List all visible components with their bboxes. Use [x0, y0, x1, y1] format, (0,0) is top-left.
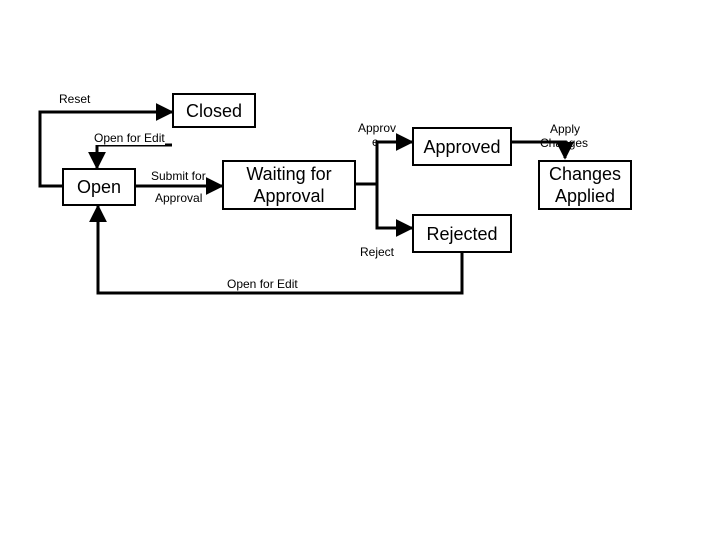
- reject-connector: [375, 184, 414, 237]
- open-for-edit-top-connector: [88, 143, 172, 170]
- label-apply-line2: Changes: [540, 136, 589, 150]
- state-waiting-for-approval: Waiting for Approval: [222, 160, 356, 210]
- state-closed-label: Closed: [185, 100, 243, 121]
- state-approved: Approved: [412, 127, 512, 166]
- state-approved-label: Approved: [423, 136, 501, 157]
- label-approve-line1: Approv: [358, 121, 397, 135]
- apply-changes-connector: [510, 140, 574, 160]
- label-reject: Reject: [360, 245, 395, 259]
- state-waiting-label: Waiting for Approval: [246, 164, 332, 206]
- label-reset: Reset: [59, 92, 91, 106]
- state-open: Open: [62, 168, 136, 206]
- label-approval: Approval: [155, 191, 203, 205]
- state-rejected-label: Rejected: [426, 223, 498, 244]
- state-closed: Closed: [172, 93, 256, 128]
- state-open-label: Open: [76, 177, 122, 197]
- label-open-for-edit-bottom: Open for Edit: [205, 277, 320, 291]
- label-approve-line2: e: [372, 135, 379, 149]
- state-changes-applied-label: Changes Applied: [548, 164, 622, 206]
- state-changes-applied: Changes Applied: [538, 160, 632, 210]
- approve-connector: [375, 133, 414, 184]
- reset-connector: [38, 103, 174, 188]
- open-for-edit-bottom-connector: [89, 204, 464, 295]
- label-submit-for: Submit for: [151, 169, 206, 183]
- state-rejected: Rejected: [412, 214, 512, 253]
- label-open-for-edit-top: Open for Edit: [94, 131, 165, 145]
- label-apply-line1: Apply: [550, 122, 581, 136]
